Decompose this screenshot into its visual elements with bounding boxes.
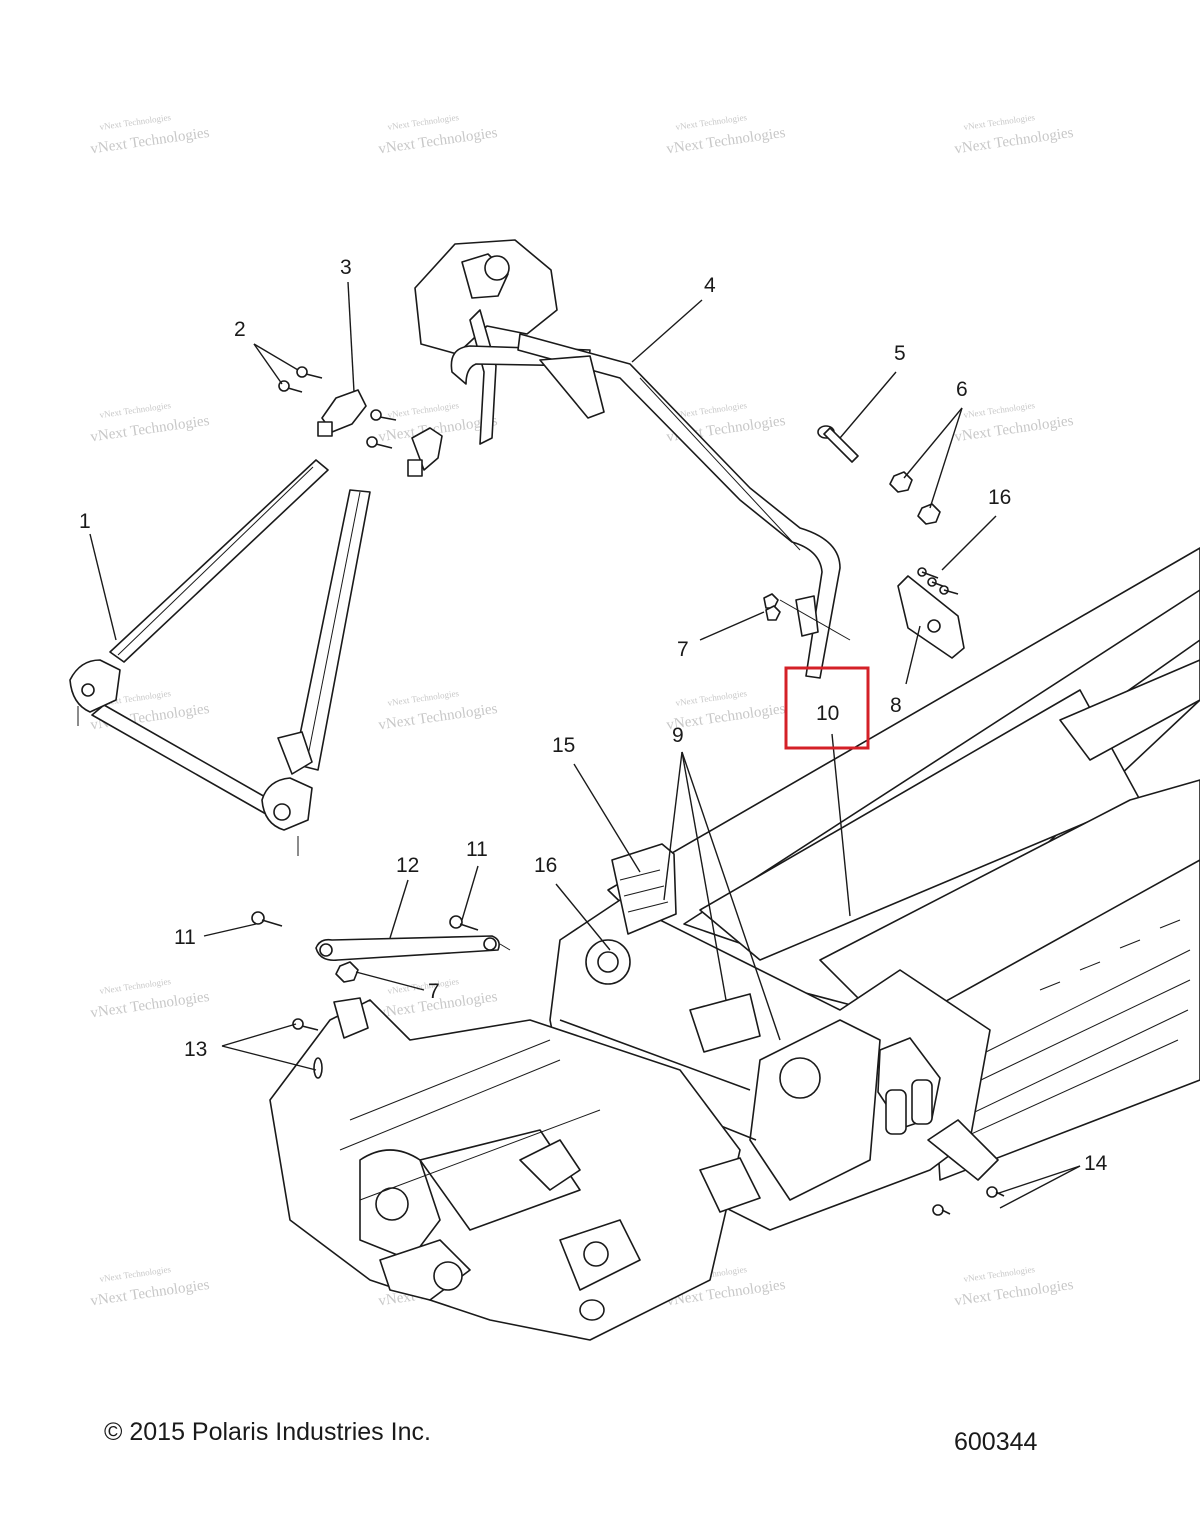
bolt-part-11-right xyxy=(449,915,479,931)
pin-part-5 xyxy=(817,425,859,463)
callout-14: 14 xyxy=(1084,1152,1108,1175)
callout-6: 6 xyxy=(956,378,968,401)
svg-text:vNext Technologies: vNext Technologies xyxy=(99,1264,172,1284)
screws-part-14 xyxy=(932,1186,1005,1216)
svg-text:vNext Technologies: vNext Technologies xyxy=(675,688,748,708)
bolts-part-13 xyxy=(292,1018,323,1079)
nut-part-7-lower xyxy=(335,961,359,983)
svg-text:vNext Technologies: vNext Technologies xyxy=(963,400,1036,420)
svg-text:vNext Technologies: vNext Technologies xyxy=(99,112,172,132)
bolts-part-2 xyxy=(278,366,397,449)
callout-11-left: 11 xyxy=(174,926,196,949)
nuts-part-7-upper xyxy=(763,593,781,621)
brackets-part-3 xyxy=(317,389,443,477)
callout-2: 2 xyxy=(234,318,246,341)
callout-5: 5 xyxy=(894,342,906,365)
bracket-part-8 xyxy=(897,575,965,659)
svg-text:vNext Technologies: vNext Technologies xyxy=(99,976,172,996)
svg-text:vNext Technologies: vNext Technologies xyxy=(387,688,460,708)
svg-text:vNext Technologies: vNext Technologies xyxy=(675,400,748,420)
svg-text:vNext Technologies: vNext Technologies xyxy=(675,112,748,132)
callout-9: 9 xyxy=(672,724,684,747)
svg-text:vNext Technologies: vNext Technologies xyxy=(387,112,460,132)
callout-15: 15 xyxy=(552,734,575,757)
callout-3: 3 xyxy=(340,256,352,279)
arm-part-12 xyxy=(315,935,511,962)
svg-text:vNext Technologies: vNext Technologies xyxy=(387,400,460,420)
callout-7-upper: 7 xyxy=(677,638,689,661)
copyright-notice: © 2015 Polaris Industries Inc. xyxy=(104,1418,431,1446)
leader-lines xyxy=(89,281,1081,1209)
strut-assembly-part-1 xyxy=(69,459,371,856)
callout-11-right: 11 xyxy=(466,838,488,861)
front-subframe xyxy=(269,997,761,1341)
callout-8: 8 xyxy=(890,694,902,717)
callout-13: 13 xyxy=(184,1038,207,1061)
callout-10: 10 xyxy=(816,702,839,725)
nuts-part-6 xyxy=(889,471,941,525)
callout-7-lower: 7 xyxy=(428,980,440,1003)
callout-4: 4 xyxy=(704,274,716,297)
callout-labels: 1 2 3 4 5 6 16 7 8 9 15 16 12 11 11 7 13… xyxy=(79,256,1108,1175)
svg-text:vNext Technologies: vNext Technologies xyxy=(99,400,172,420)
tunnel-chassis xyxy=(607,547,1200,1181)
svg-text:vNext Technologies: vNext Technologies xyxy=(963,112,1036,132)
callout-12: 12 xyxy=(396,854,419,877)
svg-text:vNext Technologies: vNext Technologies xyxy=(387,976,460,996)
front-frame-hoop-part-4 xyxy=(414,239,851,679)
callout-16-upper: 16 xyxy=(988,486,1011,509)
highlight-box-part-10 xyxy=(784,666,870,750)
callout-16-lower: 16 xyxy=(534,854,557,877)
screws-part-16-upper xyxy=(917,567,959,595)
svg-text:vNext Technologies: vNext Technologies xyxy=(963,1264,1036,1284)
bolt-part-11-left xyxy=(251,911,283,927)
callout-1: 1 xyxy=(79,510,91,533)
diagram-number: 600344 xyxy=(954,1428,1038,1456)
